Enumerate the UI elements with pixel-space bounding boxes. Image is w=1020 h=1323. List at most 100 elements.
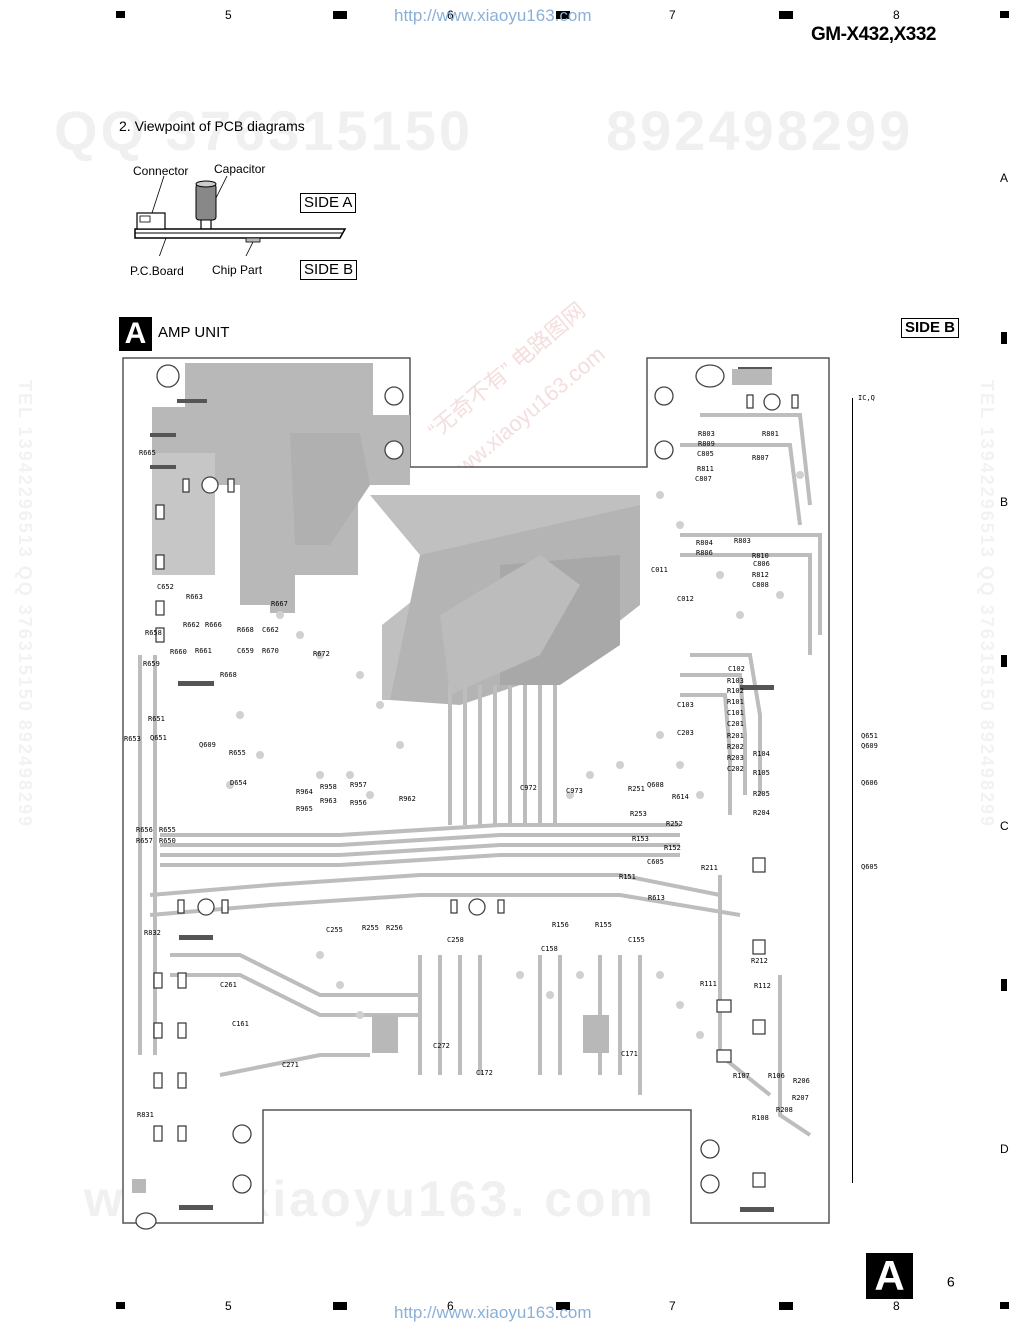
row-letter-c: C — [1000, 819, 1009, 833]
grid-number: 7 — [669, 1299, 676, 1313]
pcb-viewpoint-diagram — [134, 176, 347, 256]
component-label: R107 — [733, 1072, 750, 1080]
component-label: R964 — [296, 788, 313, 796]
component-label: R965 — [296, 805, 313, 813]
component-label: R804 — [696, 539, 713, 547]
component-label: R661 — [195, 647, 212, 655]
component-label: C652 — [157, 583, 174, 591]
component-label: C161 — [232, 1020, 249, 1028]
component-label: R832 — [144, 929, 161, 937]
component-label: R667 — [271, 600, 288, 608]
component-label: R252 — [666, 820, 683, 828]
component-label: C255 — [326, 926, 343, 934]
footer-url-link[interactable]: http://www.xiaoyu163.com — [394, 1303, 592, 1322]
grid-mark — [1000, 1302, 1009, 1309]
component-label: C662 — [262, 626, 279, 634]
component-label: R653 — [124, 735, 141, 743]
row-letter-d: D — [1000, 1142, 1009, 1156]
watermark-vertical-left: TEL 13942296513 QQ 376315150 892498299 — [15, 380, 35, 828]
grid-mark — [116, 11, 125, 18]
grid-mark — [1000, 11, 1009, 18]
watermark-vertical-right: TEL 13942296513 QQ 376315150 892498299 — [977, 380, 997, 828]
component-label: R663 — [186, 593, 203, 601]
grid-number: 8 — [893, 1299, 900, 1313]
watermark-qq-left: QQ 376315150 — [54, 99, 473, 162]
component-label: C203 — [677, 729, 694, 737]
component-label: R108 — [752, 1114, 769, 1122]
pcb-board-diagram — [122, 357, 830, 1230]
component-label: R253 — [630, 810, 647, 818]
component-label: C101 — [727, 709, 744, 717]
component-label: D654 — [230, 779, 247, 787]
component-label: R153 — [632, 835, 649, 843]
grid-number: 7 — [669, 8, 676, 22]
side-a-label: SIDE A — [300, 193, 357, 213]
component-label: R152 — [664, 844, 681, 852]
component-label: R155 — [595, 921, 612, 929]
legend-divider — [852, 398, 853, 1183]
component-label: R103 — [727, 677, 744, 685]
component-label: C202 — [727, 765, 744, 773]
component-label: R206 — [793, 1077, 810, 1085]
capacitor-label: Capacitor — [214, 162, 266, 176]
component-label: R201 — [727, 732, 744, 740]
connector-label: Connector — [133, 164, 189, 178]
component-label: C172 — [476, 1069, 493, 1077]
component-label: R208 — [776, 1106, 793, 1114]
grid-number: 8 — [893, 8, 900, 22]
grid-number: 5 — [225, 8, 232, 22]
component-label: C011 — [651, 566, 668, 574]
component-label: R806 — [696, 549, 713, 557]
footer-unit-letter: A — [866, 1253, 913, 1299]
page-number: 9 — [947, 1274, 955, 1290]
component-label: R659 — [143, 660, 160, 668]
component-label: C158 — [541, 945, 558, 953]
grid-mark — [333, 1302, 347, 1310]
component-label: R658 — [145, 629, 162, 637]
component-label: R255 — [362, 924, 379, 932]
component-label: C272 — [433, 1042, 450, 1050]
component-label: R655 — [229, 749, 246, 757]
component-label: C261 — [220, 981, 237, 989]
component-label: R650 — [159, 837, 176, 845]
row-mark — [1001, 332, 1007, 344]
component-label: R651 — [148, 715, 165, 723]
component-label: R810 — [752, 552, 769, 560]
component-label: C973 — [566, 787, 583, 795]
component-label: C659 — [237, 647, 254, 655]
component-label: C805 — [697, 450, 714, 458]
legend-label: Q651 — [861, 732, 878, 740]
amp-unit-side-label: SIDE B — [901, 318, 960, 338]
watermark-qq-right: 892498299 — [606, 99, 914, 162]
component-label: R803 — [698, 430, 715, 438]
grid-mark — [116, 1302, 125, 1309]
component-label: R668 — [220, 671, 237, 679]
component-label: R956 — [350, 799, 367, 807]
side-b-label: SIDE B — [300, 260, 358, 280]
component-label: R803 — [734, 537, 751, 545]
grid-number: 5 — [225, 1299, 232, 1313]
component-label: Q608 — [647, 781, 664, 789]
amp-unit-letter: A — [119, 317, 152, 351]
component-label: C012 — [677, 595, 694, 603]
component-label: R670 — [262, 647, 279, 655]
model-title: GM-X432,X332 — [811, 24, 936, 45]
grid-mark — [779, 1302, 793, 1310]
component-label: C102 — [728, 665, 745, 673]
row-mark — [1001, 979, 1007, 991]
component-label: R112 — [754, 982, 771, 990]
legend-label: Q605 — [861, 863, 878, 871]
component-label: R831 — [137, 1111, 154, 1119]
component-label: R665 — [139, 449, 156, 457]
component-label: R111 — [700, 980, 717, 988]
component-label: C201 — [727, 720, 744, 728]
component-label: C155 — [628, 936, 645, 944]
component-label: R613 — [648, 894, 665, 902]
component-label: R212 — [751, 957, 768, 965]
legend-label: Q609 — [861, 742, 878, 750]
amp-unit-title: AMP UNIT — [158, 324, 230, 341]
row-mark — [1001, 655, 1007, 667]
component-label: C605 — [647, 858, 664, 866]
header-url-link[interactable]: http://www.xiaoyu163.com — [394, 6, 592, 25]
component-label: C171 — [621, 1050, 638, 1058]
